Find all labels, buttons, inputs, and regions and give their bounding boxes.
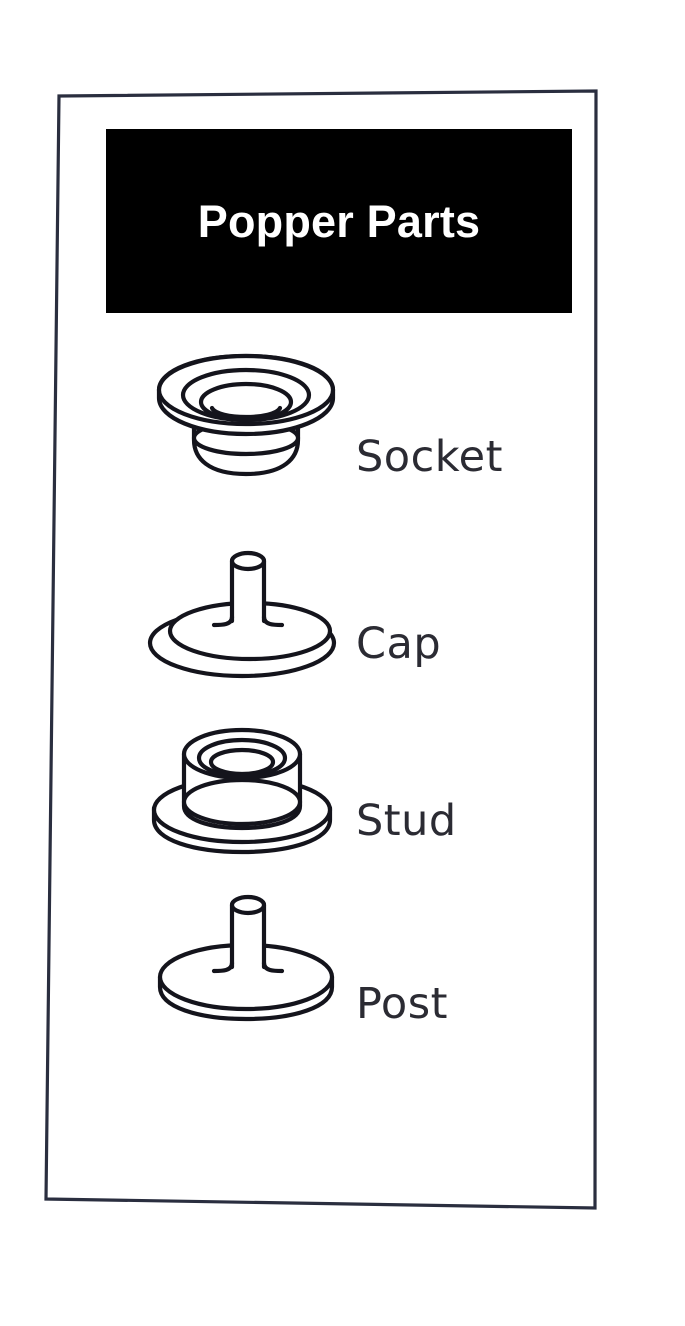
part-label-stud: Stud xyxy=(356,796,457,846)
part-item-cap: Cap xyxy=(58,525,596,693)
part-item-post: Post xyxy=(58,875,596,1043)
part-label-cap: Cap xyxy=(356,619,442,669)
part-label-socket: Socket xyxy=(356,432,503,482)
page-title: Popper Parts xyxy=(197,195,481,247)
stud-flange-collar-icon xyxy=(146,710,346,870)
post-disc-pin-icon xyxy=(146,875,346,1035)
title-banner: Popper Parts xyxy=(106,129,572,313)
part-label-post: Post xyxy=(356,979,448,1029)
part-item-stud: Stud xyxy=(58,710,596,878)
socket-ring-icon xyxy=(146,350,346,510)
parts-list: Socket xyxy=(58,340,596,1050)
cap-disc-post-icon xyxy=(146,525,346,685)
part-item-socket: Socket xyxy=(58,350,596,518)
